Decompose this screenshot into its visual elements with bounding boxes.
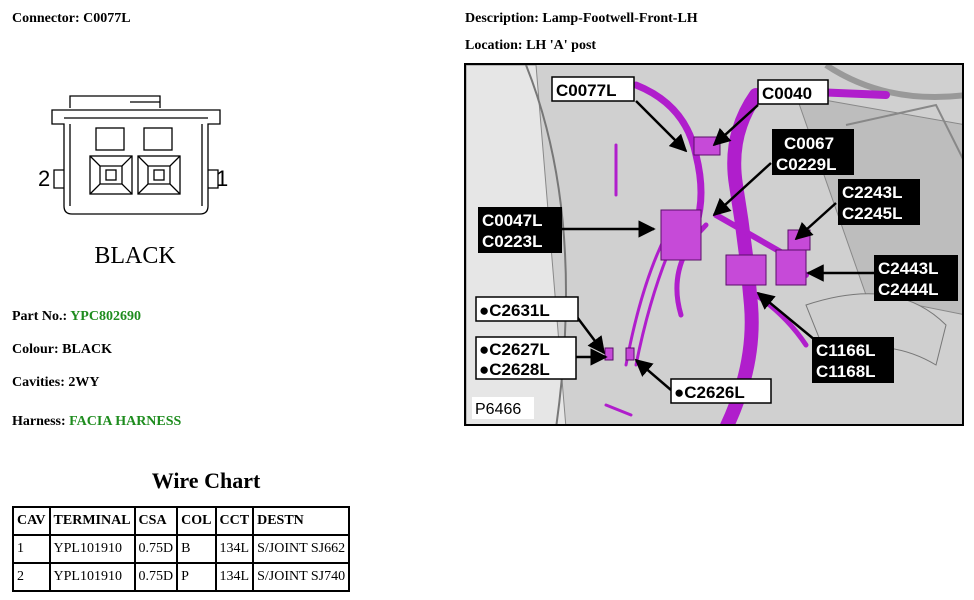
cell-csa: 0.75D — [133, 534, 179, 564]
location-label: Location: LH 'A' post — [465, 38, 597, 53]
cavity-2-slot — [95, 127, 125, 151]
table-row: 2 YPL101910 0.75D P 134L S/JOINT SJ740 — [12, 562, 351, 592]
callout-c2443l: C2443L — [878, 259, 938, 278]
callout-c2245l: C2245L — [842, 204, 902, 223]
part-number: Part No.: YPC802690 — [12, 309, 141, 324]
callout-c1166l: C1166L — [816, 341, 876, 360]
cavity-1 — [137, 155, 181, 195]
colour-value: BLACK — [62, 342, 112, 357]
cell-terminal: YPL101910 — [48, 534, 136, 564]
harness-link[interactable]: FACIA HARNESS — [69, 414, 182, 429]
cell-cct: 134L — [214, 562, 255, 592]
callout-c1168l: C1168L — [816, 362, 876, 381]
connector-face-drawing: 2 1 BLACK — [38, 95, 228, 269]
cell-col: P — [176, 562, 217, 592]
description-value: Lamp-Footwell-Front-LH — [542, 11, 698, 26]
cell-cav: 1 — [12, 534, 51, 564]
cell-destn: S/JOINT SJ740 — [252, 562, 351, 592]
callout-c0229l: C0229L — [776, 155, 836, 174]
location-value: LH 'A' post — [526, 38, 597, 53]
callout-c2626l: ●C2626L — [674, 383, 745, 402]
callout-c0223l: C0223L — [482, 232, 542, 251]
table-header-row: CAV TERMINAL CSA COL CCT DESTN — [12, 506, 351, 536]
figure-id: P6466 — [475, 401, 521, 418]
cell-csa: 0.75D — [133, 562, 179, 592]
table-row: 1 YPL101910 0.75D B 134L S/JOINT SJ662 — [12, 534, 351, 564]
wire-chart-title: Wire Chart — [151, 468, 261, 493]
callout-c2628l: ●C2628L — [479, 360, 550, 379]
pin-2-label: 2 — [38, 166, 50, 191]
callout-c2444l: C2444L — [878, 280, 938, 299]
colour: Colour: BLACK — [12, 342, 112, 357]
cell-cct: 134L — [214, 534, 255, 564]
callout-c0047l: C0047L — [482, 211, 542, 230]
col-col: COL — [176, 506, 217, 536]
callout-c0077l: C0077L — [556, 81, 616, 100]
harness: Harness: FACIA HARNESS — [12, 414, 182, 429]
description-label: Description: Lamp-Footwell-Front-LH — [465, 11, 698, 26]
connector-label: Connector: C0077L — [12, 11, 131, 26]
callout-c2243l: C2243L — [842, 183, 902, 202]
connector-blocks — [604, 136, 811, 361]
cavity-1-slot — [143, 127, 173, 151]
callout-c0040: C0040 — [762, 84, 812, 103]
col-cav: CAV — [12, 506, 51, 536]
location-photo: C0077L C0040 C0067 C0229L C2243L C2245L … — [464, 63, 964, 426]
callout-labels: C0077L C0040 C0067 C0229L C2243L C2245L … — [475, 76, 958, 404]
cavity-2 — [89, 155, 133, 195]
cell-destn: S/JOINT SJ662 — [252, 534, 351, 564]
col-terminal: TERMINAL — [48, 506, 136, 536]
connector-housing — [51, 109, 221, 215]
cell-col: B — [176, 534, 217, 564]
cavities: Cavities: 2WY — [12, 375, 100, 390]
callout-c2631l: ●C2631L — [479, 301, 550, 320]
callout-c0067: C0067 — [784, 134, 834, 153]
pin-1-label: 1 — [216, 166, 228, 191]
connector-id: C0077L — [83, 11, 131, 26]
cell-terminal: YPL101910 — [48, 562, 136, 592]
cell-cav: 2 — [12, 562, 51, 592]
col-cct: CCT — [214, 506, 255, 536]
callout-c2627l: ●C2627L — [479, 340, 550, 359]
wire-chart-table: CAV TERMINAL CSA COL CCT DESTN 1 YPL1019… — [12, 506, 351, 592]
connector-colour-caption: BLACK — [94, 243, 176, 269]
cavities-value: 2WY — [68, 375, 100, 390]
callout-arrows — [562, 100, 874, 391]
part-number-link[interactable]: YPC802690 — [70, 309, 141, 324]
col-csa: CSA — [133, 506, 179, 536]
col-destn: DESTN — [252, 506, 351, 536]
location-illustration: C0077L C0040 C0067 C0229L C2243L C2245L … — [466, 65, 962, 424]
